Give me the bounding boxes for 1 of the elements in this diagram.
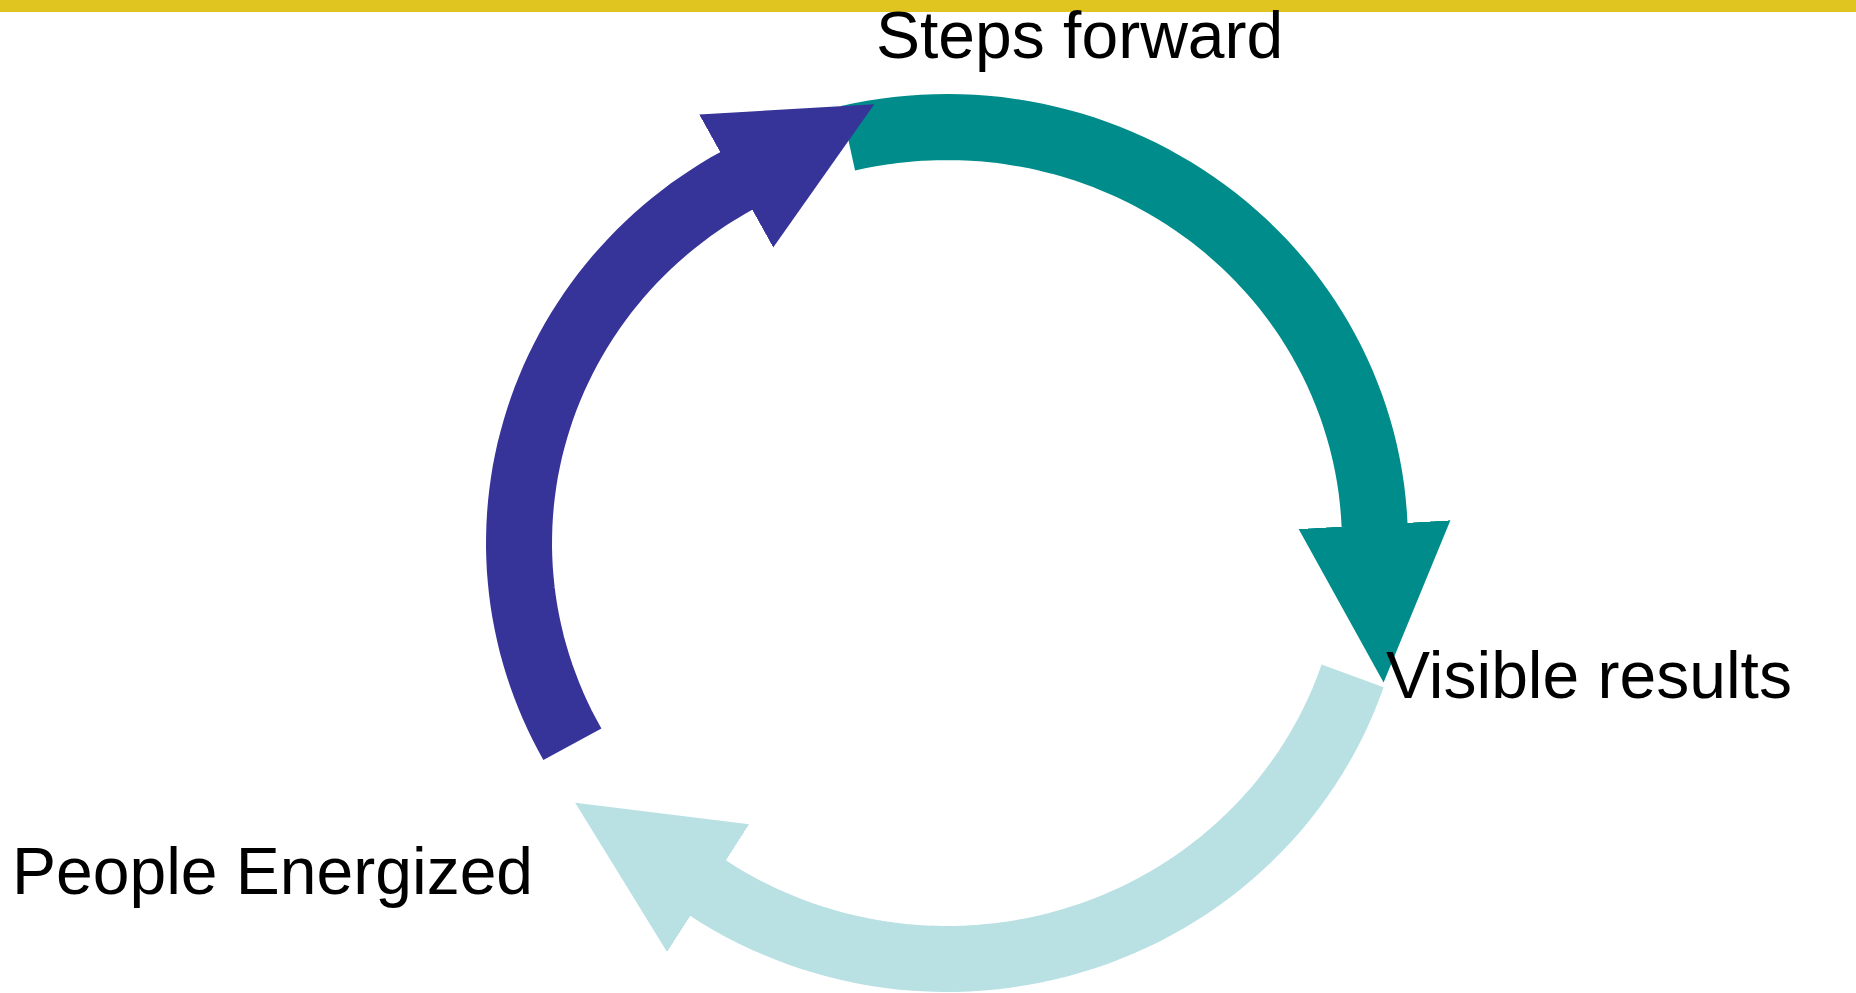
stage-label: Visible results: [1386, 642, 1792, 708]
